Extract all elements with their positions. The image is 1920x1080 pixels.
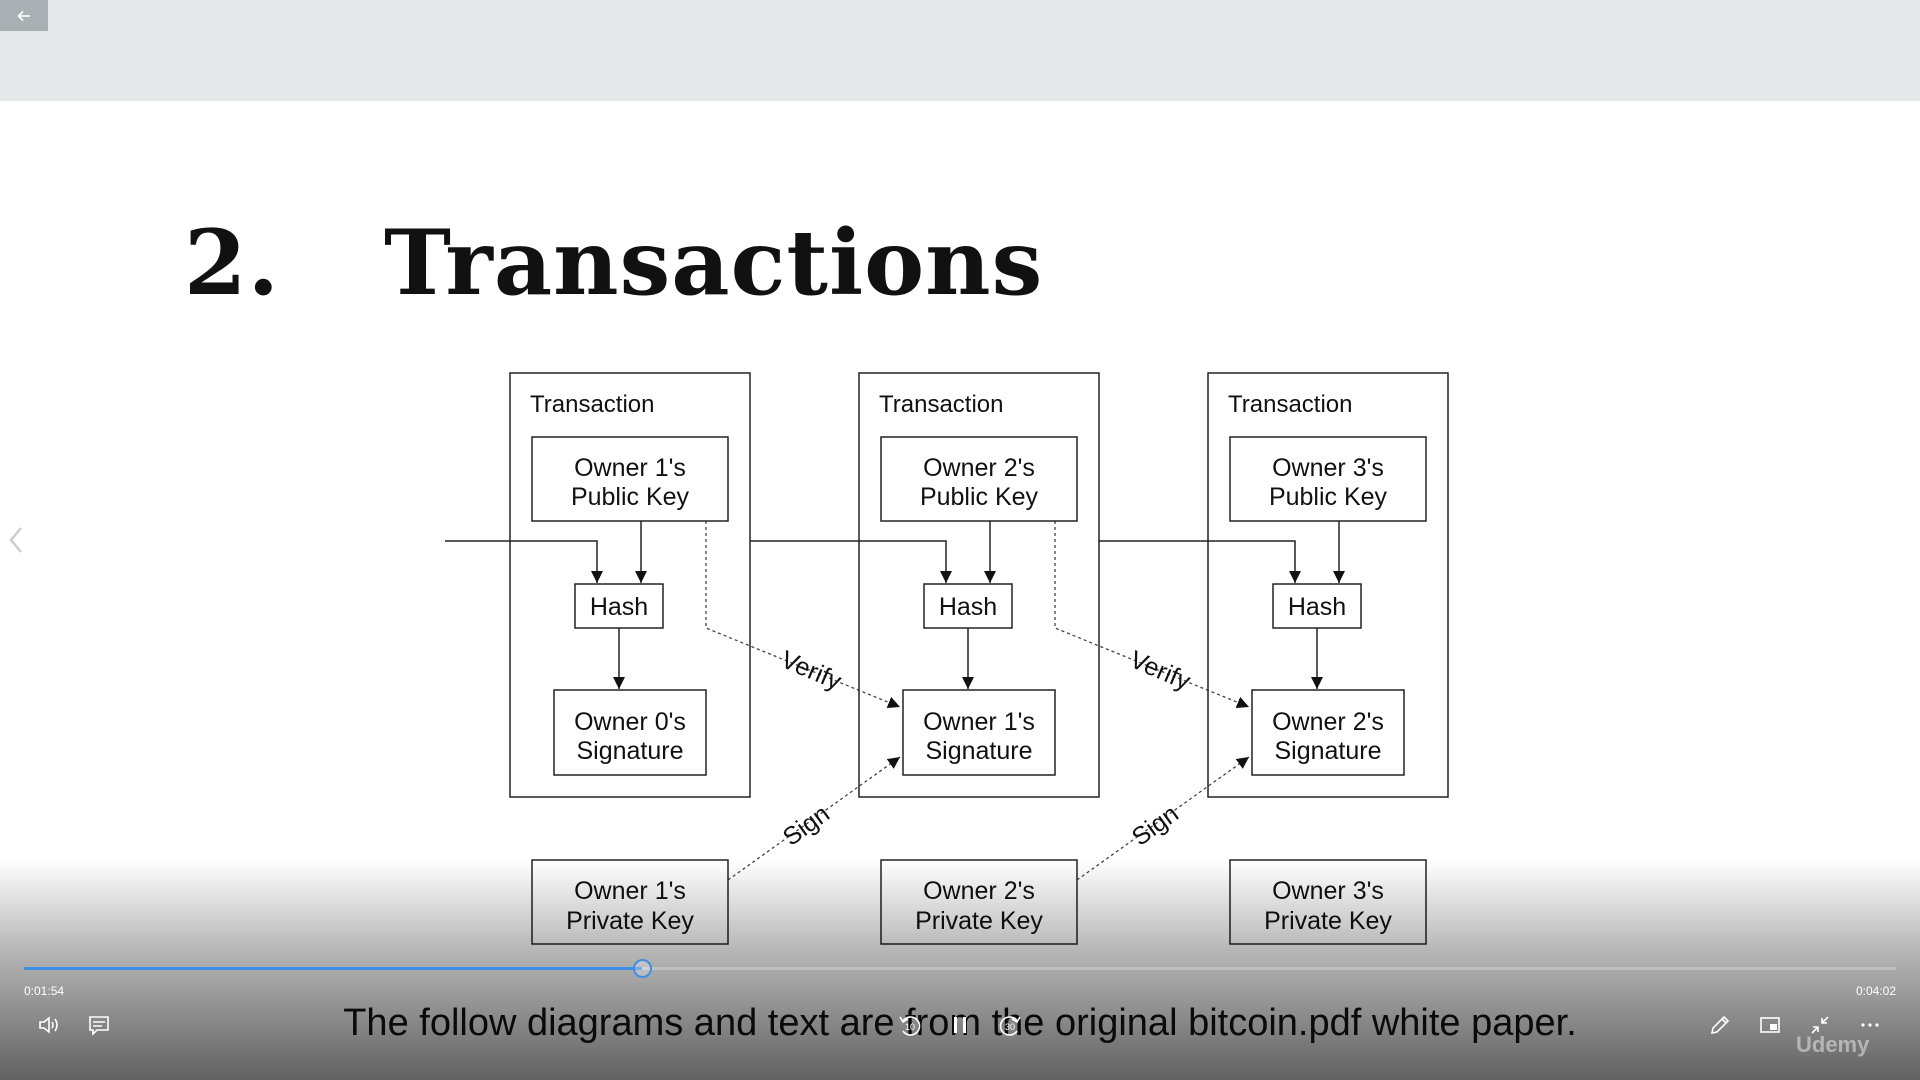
caption-text: The follow diagrams and text are from th… [343,1002,1577,1044]
forward-30-label: 30 [1005,1022,1015,1032]
notes-button[interactable] [1703,1008,1737,1042]
public-key-box [1229,436,1427,522]
public-key-label-line1: Owner 1's [574,454,686,482]
rewind-10-button[interactable]: 10 [893,1008,927,1042]
transaction-box [509,372,751,798]
verify-label: Verify [1126,646,1195,696]
signature-label-line1: Owner 2's [1272,708,1384,736]
back-button[interactable] [0,0,48,31]
signature-label-line1: Owner 1's [923,708,1035,736]
signature-box [553,689,707,776]
progress-bar[interactable] [24,959,1896,978]
previous-slide-button[interactable] [4,522,28,558]
pause-button[interactable] [943,1008,977,1042]
private-key-label-line2: Private Key [566,907,694,935]
transaction-label: Transaction [530,391,655,418]
exit-fullscreen-button[interactable] [1803,1008,1837,1042]
volume-icon [39,1016,58,1034]
progress-fill [24,967,642,970]
hash-label: Hash [590,593,648,621]
transaction-column-2: Transaction Owner 2's Public Key Hash Ow… [858,372,1100,945]
slide-title: Transactions [384,210,1044,316]
hash-label: Hash [1288,593,1346,621]
transaction-box [1207,372,1449,798]
transaction-label: Transaction [879,391,1004,418]
transaction-column-1: Transaction Owner 1's Public Key Hash Ow… [509,372,751,945]
signature-box [1251,689,1405,776]
current-time: 0:01:54 [24,984,65,998]
private-key-label-line1: Owner 1's [574,877,686,905]
picture-in-picture-button[interactable] [1753,1008,1787,1042]
pause-icon [954,1017,966,1033]
transaction-label: Transaction [1228,391,1353,418]
public-key-label-line1: Owner 3's [1272,454,1384,482]
public-key-label-line2: Public Key [1269,483,1388,511]
hash-label: Hash [939,593,997,621]
public-key-box [880,436,1078,522]
signature-box [902,689,1056,776]
captions-button[interactable] [82,1008,116,1042]
signature-label-line2: Signature [576,737,683,765]
udemy-watermark: Udemy [1796,1032,1870,1057]
forward-30-button[interactable]: 30 [993,1008,1027,1042]
pencil-icon [1710,1015,1730,1035]
volume-button[interactable] [32,1008,66,1042]
public-key-label-line2: Public Key [920,483,1039,511]
sign-label: Sign [1127,799,1184,851]
more-options-button[interactable] [1853,1008,1887,1042]
signature-label-line2: Signature [925,737,1032,765]
private-key-label-line1: Owner 2's [923,877,1035,905]
private-key-label-line2: Private Key [915,907,1043,935]
transaction-box [858,372,1100,798]
public-key-label-line2: Public Key [571,483,690,511]
signature-label-line1: Owner 0's [574,708,686,736]
progress-handle[interactable] [632,959,652,978]
duration: 0:04:02 [1855,984,1896,998]
rewind-10-icon: 10 [899,1016,921,1036]
signature-label-line2: Signature [1274,737,1381,765]
public-key-label-line1: Owner 2's [923,454,1035,482]
hash-box [574,583,664,629]
picture-in-picture-icon [1760,1017,1780,1033]
slide-number: 2. [184,210,280,316]
hash-box [923,583,1013,629]
back-arrow-icon [17,10,30,21]
chevron-left-icon [9,527,22,553]
captions-icon [89,1016,109,1036]
forward-30-icon: 30 [999,1016,1021,1036]
private-key-label-line1: Owner 3's [1272,877,1384,905]
sign-label: Sign [778,799,835,851]
transaction-column-3: Transaction Owner 3's Public Key Hash Ow… [1207,372,1449,945]
top-bar [0,0,1920,101]
private-key-label-line2: Private Key [1264,907,1392,935]
public-key-box [531,436,729,522]
rewind-10-label: 10 [905,1022,915,1032]
hash-box [1272,583,1362,629]
exit-fullscreen-icon [1811,1016,1829,1034]
verify-label: Verify [777,646,846,696]
more-icon [1861,1023,1879,1027]
